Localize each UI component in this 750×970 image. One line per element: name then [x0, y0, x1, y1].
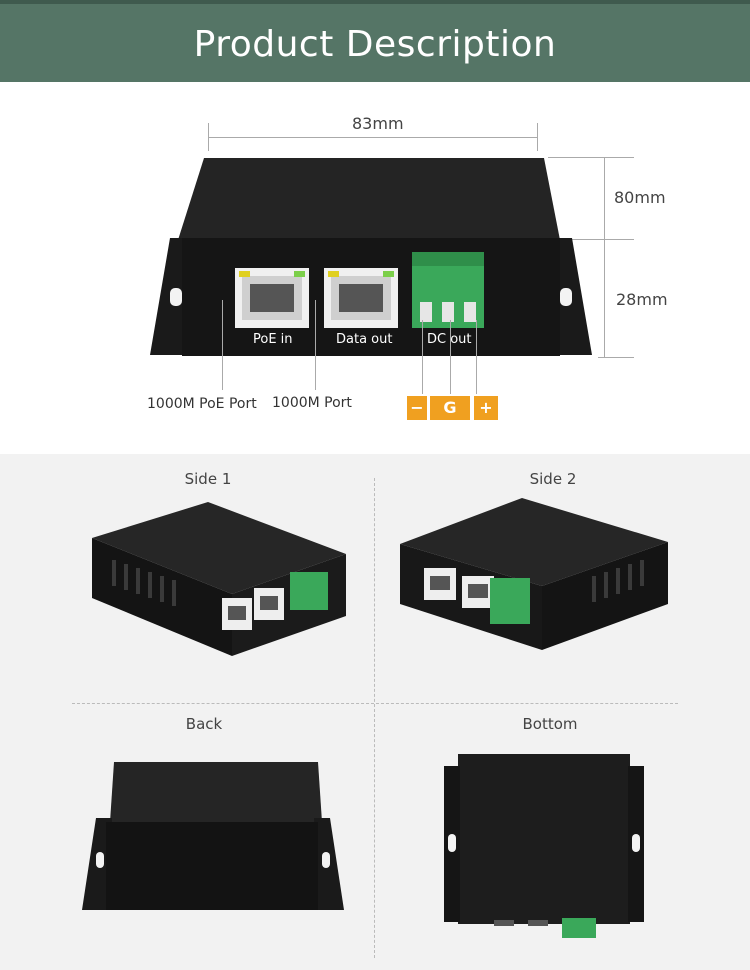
bottom-title: Bottom	[522, 715, 578, 733]
callout-poe-line	[222, 300, 223, 390]
terminal-ground-tag: G	[430, 396, 470, 420]
device-back-view	[82, 762, 344, 910]
header-banner: Product Description	[0, 0, 750, 82]
data-out-label: Data out	[336, 332, 393, 347]
back-title: Back	[185, 715, 223, 733]
device-side2-view	[400, 498, 668, 650]
dc-out-label: DC out	[427, 332, 472, 347]
depth-top-line	[548, 157, 634, 158]
flange-slot-left	[170, 288, 182, 306]
depth-mid-line	[548, 239, 634, 240]
terminal-plus-tag: +	[474, 396, 498, 420]
width-label: 83mm	[352, 114, 404, 133]
flange-slot-right	[560, 288, 572, 306]
poe-in-label: PoE in	[253, 332, 293, 347]
width-tick-left	[208, 123, 209, 151]
dc-terminal-block	[412, 252, 484, 328]
depth-vertical-line	[604, 157, 605, 357]
terminal-minus-tag: −	[407, 396, 427, 420]
device-lid	[178, 158, 560, 240]
device-front-view	[150, 158, 592, 356]
width-dimension-line	[208, 137, 538, 138]
depth-label: 80mm	[614, 188, 666, 207]
poe-port-callout: 1000M PoE Port	[147, 396, 257, 412]
side2-title: Side 2	[529, 470, 577, 488]
callout-data-line	[315, 300, 316, 390]
callout-ground-line	[450, 320, 451, 394]
rj45-poe-in-port	[235, 268, 309, 328]
rj45-data-out-port	[324, 268, 398, 328]
callout-minus-line	[422, 320, 423, 394]
device-bottom-view	[444, 754, 644, 938]
views-vertical-divider	[374, 478, 375, 958]
height-bottom-line	[598, 357, 634, 358]
page-title: Product Description	[193, 24, 557, 65]
data-port-callout: 1000M Port	[272, 395, 352, 411]
side1-title: Side 1	[184, 470, 232, 488]
height-label: 28mm	[616, 290, 668, 309]
views-horizontal-divider	[72, 703, 678, 704]
device-side1-view	[92, 502, 346, 656]
width-tick-right	[537, 123, 538, 151]
callout-plus-line	[476, 320, 477, 394]
